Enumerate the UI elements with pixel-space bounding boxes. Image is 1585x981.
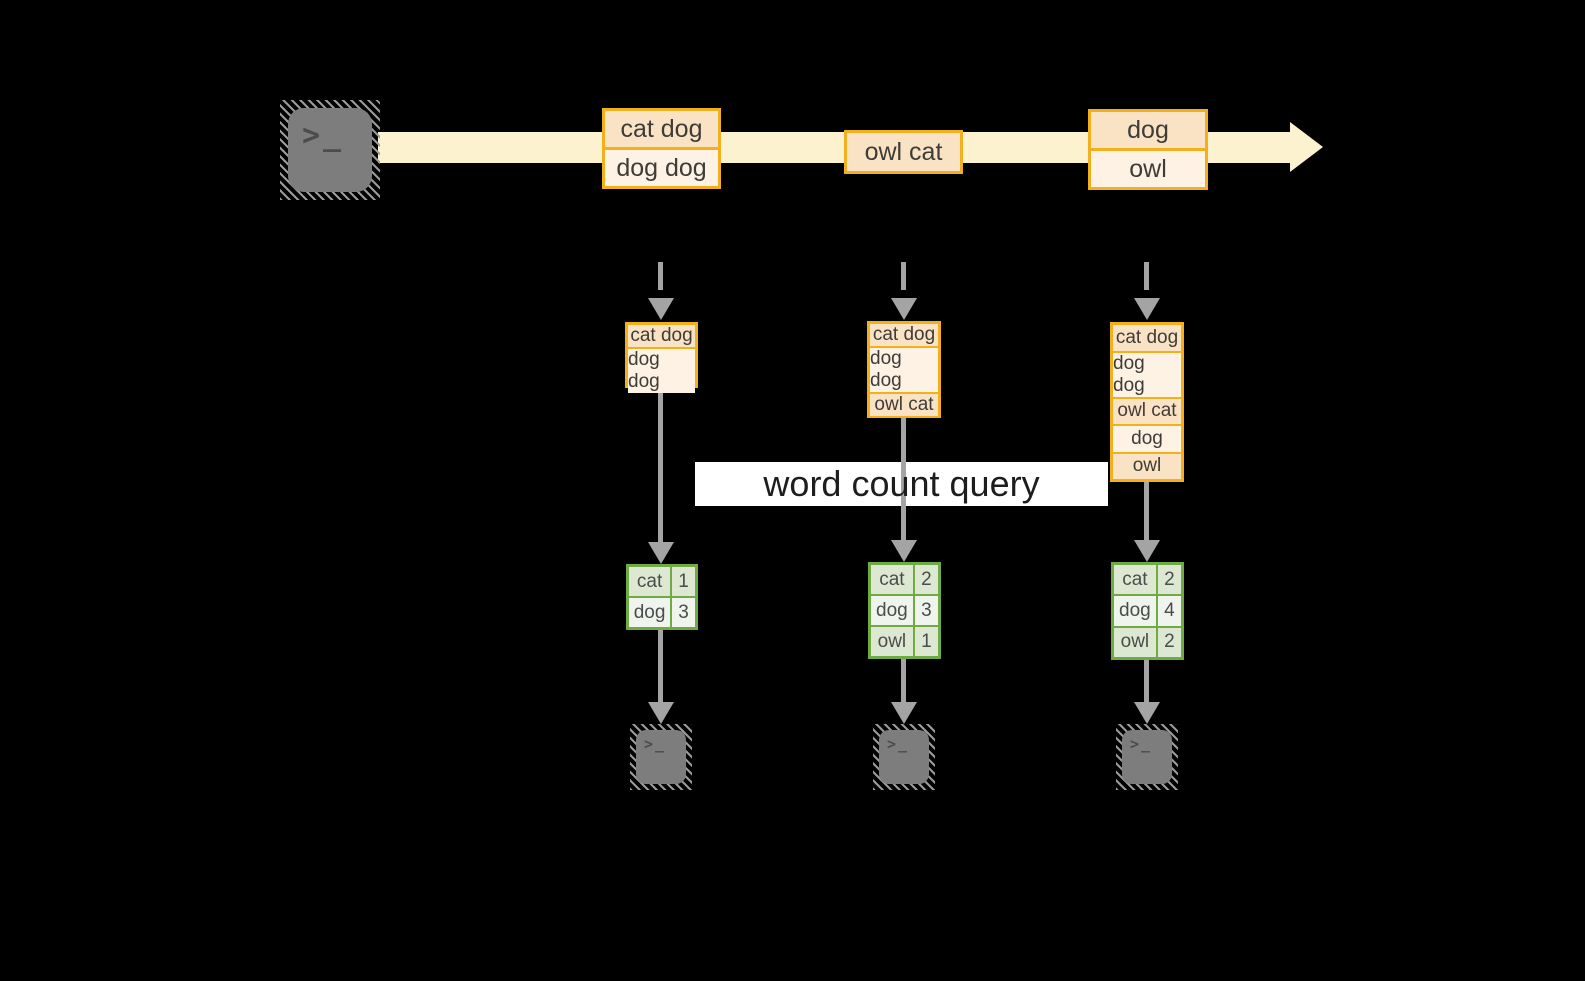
buffer-row: dog dog (1113, 350, 1181, 397)
count-cell-word: cat (1114, 565, 1156, 595)
connector-line (901, 659, 906, 704)
terminal-screen (636, 730, 686, 784)
count-cell-value: 2 (1157, 627, 1181, 657)
buffer-row: dog dog (628, 347, 695, 393)
connector-line (658, 387, 663, 545)
count-cell-value: 3 (914, 596, 938, 625)
count-cell-value: 2 (914, 565, 938, 594)
dashed-arrow (658, 262, 663, 290)
buffer-row: dog (1113, 424, 1181, 452)
dashed-arrow (1144, 262, 1149, 290)
sink-terminal-icon: >_ (630, 724, 692, 790)
terminal-screen (879, 730, 929, 784)
connector-line (1144, 481, 1149, 543)
event-row: dog (1091, 112, 1205, 148)
terminal-prompt-glyph: >_ (1130, 735, 1153, 753)
event-row: cat dog (605, 111, 718, 147)
buffer-row: owl cat (870, 392, 938, 416)
buffer-row: cat dog (870, 324, 938, 346)
count-cell-word: owl (1114, 627, 1156, 657)
arrowhead-icon (891, 298, 917, 320)
terminal-screen (288, 108, 372, 192)
word-count-table: cat 2 dog 3 owl 1 (868, 562, 941, 659)
buffer-row: owl (1113, 451, 1181, 479)
word-count-table: cat 2 dog 4 owl 2 (1111, 562, 1184, 660)
sink-terminal-icon: >_ (873, 724, 935, 790)
stream-arrowhead-icon (1290, 122, 1323, 172)
terminal-prompt-glyph: >_ (302, 118, 345, 153)
count-cell-word: owl (871, 627, 913, 656)
arrowhead-icon (891, 702, 917, 724)
count-cell-word: dog (871, 596, 913, 625)
count-cell-value: 1 (914, 627, 938, 656)
arrowhead-icon (648, 702, 674, 724)
count-cell-value: 4 (1157, 596, 1181, 626)
event-row: owl (1091, 148, 1205, 187)
event-row: owl cat (847, 133, 960, 171)
query-banner-label: word count query (763, 463, 1040, 504)
count-cell-word: cat (629, 567, 671, 596)
arrowhead-icon (1134, 298, 1160, 320)
count-cell-word: dog (629, 598, 671, 627)
arrowhead-icon (648, 542, 674, 564)
buffer-box: cat dog dog dog owl cat (867, 321, 941, 418)
stream-event-box: dog owl (1088, 109, 1208, 190)
arrowhead-icon (891, 540, 917, 562)
buffer-box: cat dog dog dog (625, 322, 698, 393)
sink-terminal-icon: >_ (1116, 724, 1178, 790)
stream-event-box: cat dog dog dog (602, 108, 721, 189)
dashed-arrow (901, 262, 906, 290)
stream-event-box: owl cat (844, 130, 963, 174)
event-row: dog dog (605, 147, 718, 186)
count-cell-value: 1 (672, 567, 695, 596)
terminal-prompt-glyph: >_ (644, 735, 667, 753)
word-count-table: cat 1 dog 3 (626, 564, 698, 630)
count-cell-value: 3 (672, 598, 695, 627)
count-cell-value: 2 (1157, 565, 1181, 595)
arrowhead-icon (1134, 702, 1160, 724)
buffer-row: dog dog (870, 346, 938, 392)
connector-line (1144, 660, 1149, 704)
connector-line (901, 417, 906, 543)
terminal-screen (1122, 730, 1172, 784)
count-cell-word: dog (1114, 596, 1156, 626)
arrowhead-icon (648, 298, 674, 320)
source-terminal-icon: >_ (280, 100, 380, 200)
buffer-row: owl cat (1113, 396, 1181, 424)
arrowhead-icon (1134, 540, 1160, 562)
buffer-row: cat dog (1113, 325, 1181, 351)
count-cell-word: cat (871, 565, 913, 594)
buffer-box: cat dog dog dog owl cat dog owl (1110, 322, 1184, 482)
terminal-prompt-glyph: >_ (887, 735, 910, 753)
buffer-row: cat dog (628, 325, 695, 347)
connector-line (658, 630, 663, 704)
